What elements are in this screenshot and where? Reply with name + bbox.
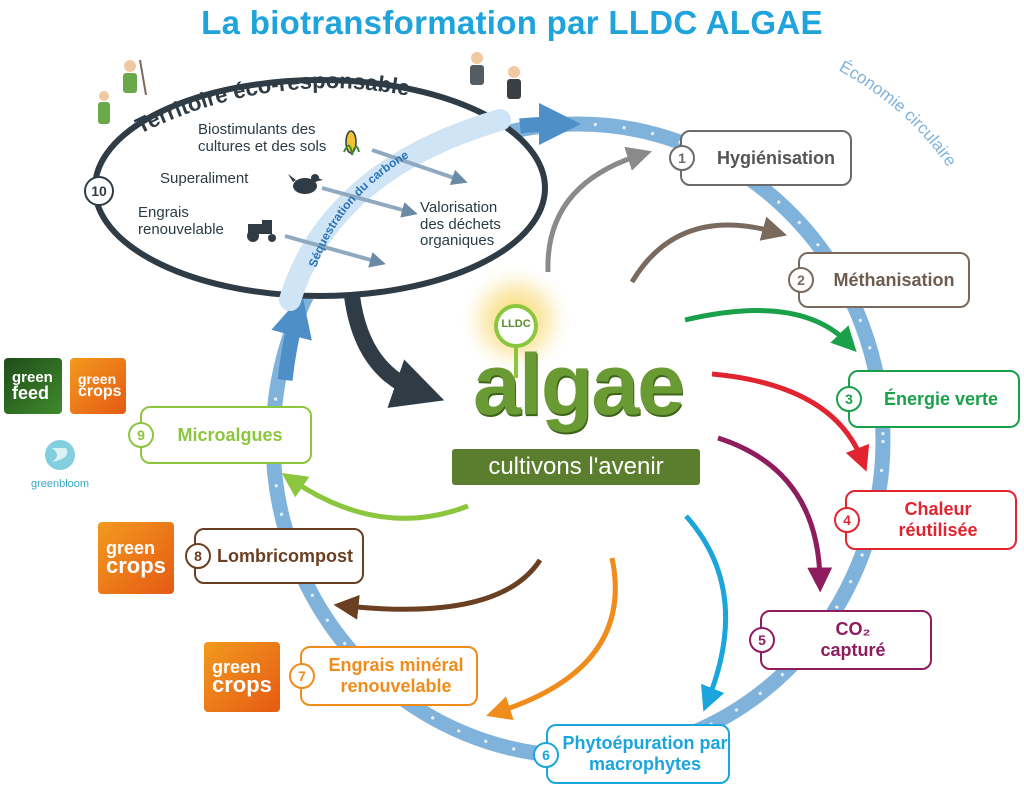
territory-arrow-2 [321, 186, 418, 218]
territory-item-superaliment: Superaliment [160, 170, 249, 187]
step-6-number: 6 [533, 742, 559, 768]
step-4-number: 4 [834, 507, 860, 533]
corn-icon [343, 130, 360, 156]
territory-item-valorisation: Valorisation des déchets organiques [420, 199, 501, 249]
page-title: La biotransformation par LLDC ALGAE [201, 4, 823, 41]
territory-item-biostimulants: Biostimulants des cultures et des sols [198, 121, 327, 155]
step-2-label: Méthanisation [833, 269, 955, 290]
sequestration-label: Séquestration du carbone [306, 147, 412, 269]
arrow-to-step-5 [717, 435, 833, 593]
arrow-to-step-7 [486, 557, 618, 721]
step-8-number: 8 [185, 543, 211, 569]
step-2-number: 2 [788, 267, 814, 293]
greencrops-logo-middle: green crops [98, 522, 174, 594]
logo-tagline: cultivons l'avenir [488, 453, 664, 480]
greencrops-logo-top: green crops [70, 358, 126, 414]
step-3-label: Énergie verte [883, 388, 999, 409]
step-5-number: 5 [749, 627, 775, 653]
step-5-box: CO₂ capturé [760, 610, 932, 670]
territory-arrow-1 [371, 148, 468, 185]
logo-badge-label: LLDC [501, 318, 531, 330]
logo-tagline-bar [452, 449, 700, 485]
arrow-to-step-8 [333, 558, 543, 620]
chicken-icon [288, 174, 323, 194]
arrow-to-step-4 [711, 371, 870, 472]
circular-economy-ring-dashes [271, 122, 885, 758]
step-2-box: Méthanisation [798, 252, 970, 308]
arrow-to-step-3 [684, 308, 857, 353]
step-1-number: 1 [669, 145, 695, 171]
step-6-label: Phytoépuration par macrophytes [562, 733, 728, 774]
step-4-box: Chaleur réutilisée [845, 490, 1017, 550]
greenbloom-icon [45, 440, 75, 470]
step-6-box: Phytoépuration par macrophytes [546, 724, 730, 784]
arrow-to-step-6 [684, 514, 729, 712]
arrow-to-step-1 [545, 146, 652, 273]
step-7-box: Engrais minéral renouvelable [300, 646, 478, 706]
ring-arrow-top [519, 103, 581, 146]
people-icon [470, 52, 521, 99]
arrow-to-step-9 [281, 472, 469, 521]
step-5-label: CO₂ capturé [820, 619, 886, 660]
territory-number: 10 [84, 176, 114, 206]
economy-label: Économie circulaire [836, 57, 960, 170]
greencrops-logo-bottom: green crops [204, 642, 280, 712]
step-3-number: 3 [836, 386, 862, 412]
greenbloom-label: greenbloom [30, 478, 90, 490]
step-8-box: Lombricompost [194, 528, 364, 584]
logo-main: algae [473, 337, 685, 433]
step-9-number: 9 [128, 422, 154, 448]
territory-to-algae-arrow [344, 294, 445, 408]
step-1-label: Hygiénisation [716, 147, 836, 168]
step-7-number: 7 [289, 663, 315, 689]
territory-arrow-3 [284, 234, 386, 268]
tractor-icon [247, 220, 276, 242]
sequestration-band [279, 109, 511, 311]
step-8-label: Lombricompost [216, 545, 353, 566]
territory-item-engrais: Engrais renouvelable [138, 204, 224, 238]
arrow-to-step-2 [629, 216, 788, 284]
step-4-label: Chaleur réutilisée [898, 499, 978, 540]
ring-arrow-left [271, 294, 312, 381]
step-1-box: Hygiénisation [680, 130, 852, 186]
farmer-icon [98, 59, 147, 124]
greenfeed-logo: green feed [4, 358, 62, 414]
step-9-label: Microalgues [177, 424, 283, 445]
step-3-box: Énergie verte [848, 370, 1020, 428]
step-7-label: Engrais minéral renouvelable [328, 655, 464, 696]
step-9-box: Microalgues [140, 406, 312, 464]
